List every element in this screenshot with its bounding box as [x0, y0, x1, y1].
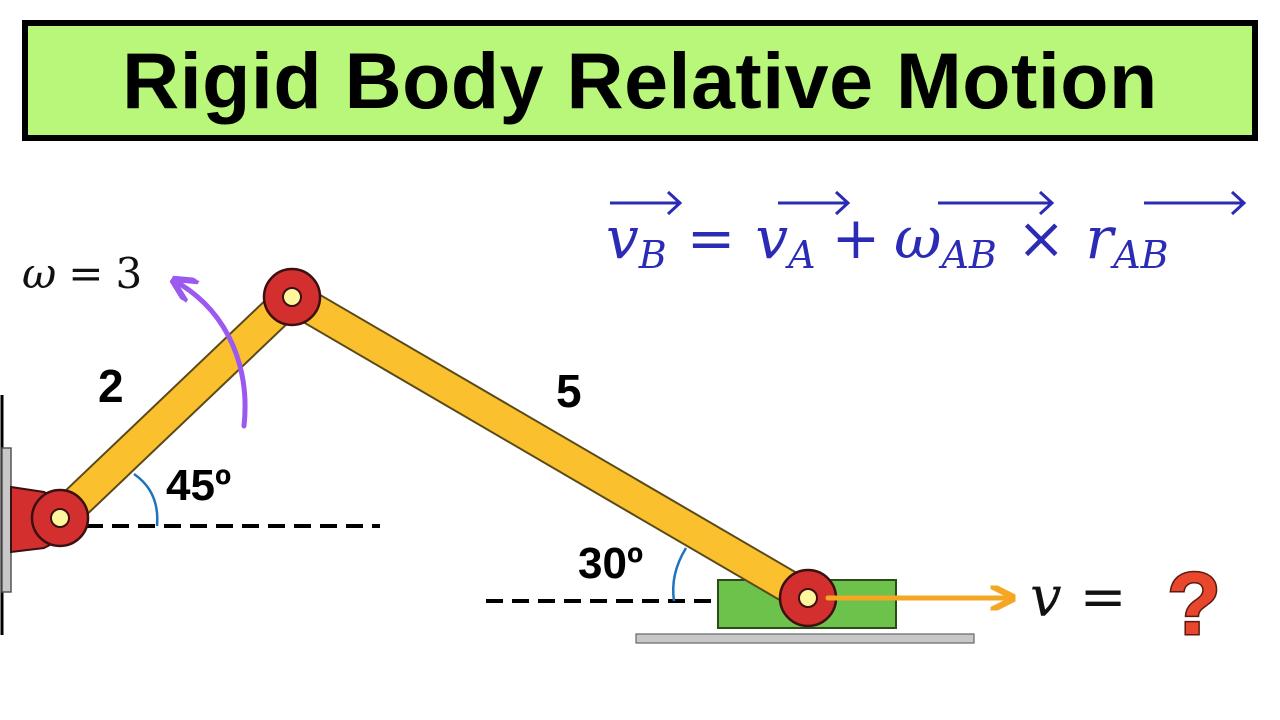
angle-label-a: 45º	[166, 461, 231, 510]
link-ab-length: 2	[98, 360, 124, 412]
ground-rail	[635, 633, 975, 644]
vector-arrow-omega	[938, 190, 1055, 216]
link-ab	[43, 280, 309, 535]
joint-a	[30, 488, 90, 548]
red-question-mark-icon: ?	[1167, 554, 1221, 653]
wall-support	[0, 395, 12, 635]
joint-c	[778, 568, 838, 628]
vector-equation: vB=vA+ωAB×rAB	[606, 190, 1247, 277]
vector-arrow-r	[1144, 190, 1247, 216]
velocity-label: v=	[1030, 565, 1127, 630]
vector-arrow-va	[778, 190, 851, 216]
svg-text:vB=vA+ωAB×rAB: vB=vA+ωAB×rAB	[606, 204, 1169, 277]
omega-label: ω=3	[22, 249, 142, 298]
angle-label-c: 30º	[578, 539, 643, 588]
angle-arc-a	[133, 472, 159, 527]
link-bc-length: 5	[556, 365, 582, 417]
link-bc	[275, 280, 825, 615]
vector-arrow-vb	[610, 190, 683, 216]
joint-b	[262, 267, 322, 327]
angle-arc-c	[672, 547, 688, 602]
page-title: Rigid Body Relative Motion	[122, 35, 1158, 125]
angular-velocity-arrow	[180, 284, 248, 429]
title-banner: Rigid Body Relative Motion	[22, 20, 1258, 141]
